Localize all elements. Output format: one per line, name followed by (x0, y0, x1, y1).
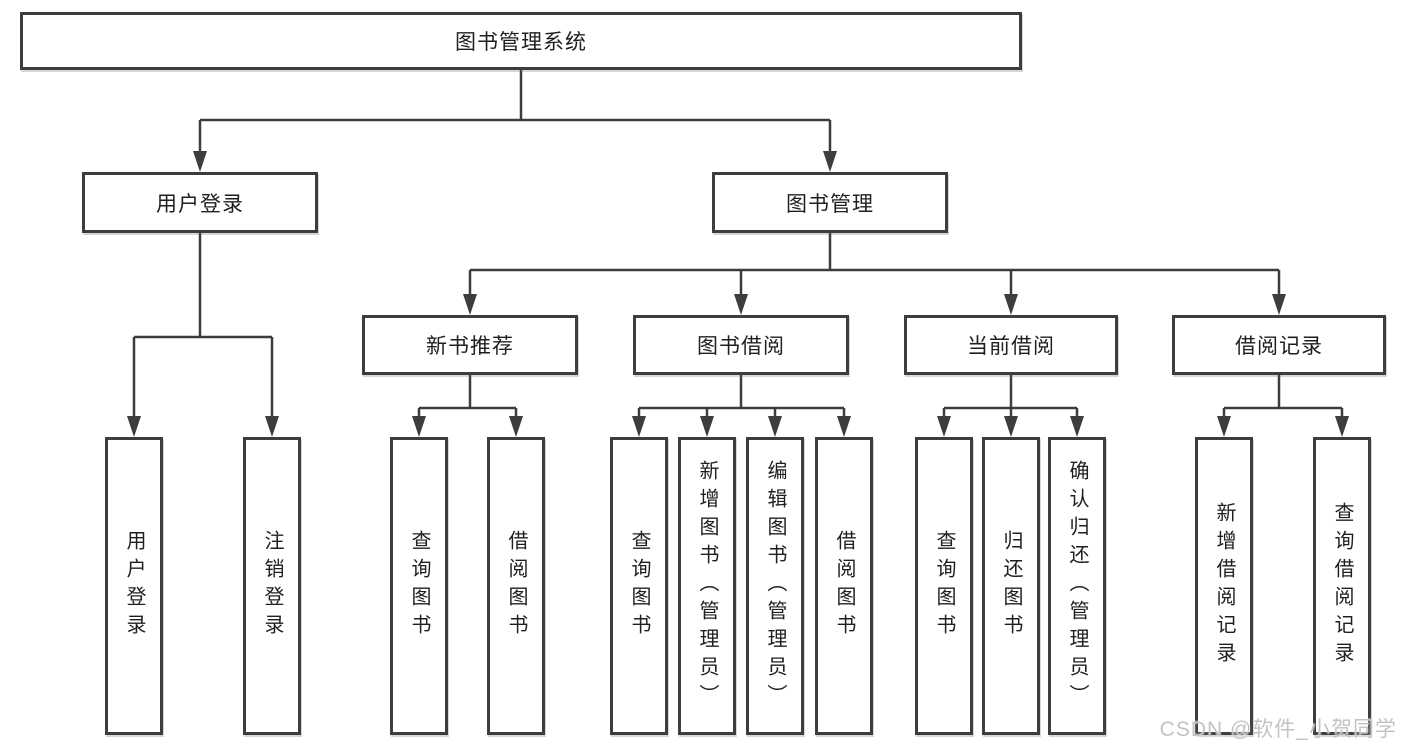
node-book-management: 图书管理 (712, 172, 948, 233)
node-library-system: 图书管理系统 (20, 12, 1022, 70)
node-search-borrow-record: 查询借阅记录 (1313, 437, 1371, 735)
node-return-books-label: 归还图书 (1000, 530, 1022, 642)
node-add-borrow-record-label: 新增借阅记录 (1213, 502, 1235, 670)
node-edit-books-admin-label: 编辑图书（管理员） (764, 460, 786, 712)
node-user-login-action: 用户登录 (105, 437, 163, 735)
node-edit-books-admin: 编辑图书（管理员） (746, 437, 804, 735)
node-logout-action: 注销登录 (243, 437, 301, 735)
node-search-borrow-record-label: 查询借阅记录 (1331, 502, 1353, 670)
node-search-books-recommend: 查询图书 (390, 437, 448, 735)
node-new-book-recommend: 新书推荐 (362, 315, 578, 375)
watermark: CSDN @软件_小贺同学 (1159, 718, 1397, 741)
node-user-login-label: 用户登录 (156, 192, 244, 216)
node-borrow-books-recommend: 借阅图书 (487, 437, 545, 735)
node-user-login-action-label: 用户登录 (123, 530, 145, 642)
node-add-borrow-record: 新增借阅记录 (1195, 437, 1253, 735)
node-current-borrowing-label: 当前借阅 (967, 335, 1055, 358)
node-library-system-label: 图书管理系统 (455, 31, 587, 54)
node-search-books-current: 查询图书 (915, 437, 973, 735)
node-search-books-current-label: 查询图书 (933, 530, 955, 642)
node-search-books-borrowing: 查询图书 (610, 437, 668, 735)
node-borrow-books-borrowing-label: 借阅图书 (833, 530, 855, 642)
node-book-borrowing: 图书借阅 (633, 315, 849, 375)
node-book-management-label: 图书管理 (786, 192, 874, 216)
node-user-login: 用户登录 (82, 172, 318, 233)
node-return-books: 归还图书 (982, 437, 1040, 735)
node-new-book-recommend-label: 新书推荐 (426, 335, 514, 358)
node-search-books-recommend-label: 查询图书 (408, 530, 430, 642)
node-add-books-admin: 新增图书（管理员） (678, 437, 736, 735)
node-logout-action-label: 注销登录 (261, 530, 283, 642)
arrowheads (127, 151, 1349, 437)
node-borrowing-records-label: 借阅记录 (1235, 335, 1323, 358)
node-search-books-borrowing-label: 查询图书 (628, 530, 650, 642)
node-borrow-books-recommend-label: 借阅图书 (505, 530, 527, 642)
node-current-borrowing: 当前借阅 (904, 315, 1118, 375)
node-confirm-return-admin-label: 确认归还（管理员） (1066, 460, 1088, 712)
node-borrow-books-borrowing: 借阅图书 (815, 437, 873, 735)
node-book-borrowing-label: 图书借阅 (697, 335, 785, 358)
node-borrowing-records: 借阅记录 (1172, 315, 1386, 375)
node-add-books-admin-label: 新增图书（管理员） (696, 460, 718, 712)
node-confirm-return-admin: 确认归还（管理员） (1048, 437, 1106, 735)
